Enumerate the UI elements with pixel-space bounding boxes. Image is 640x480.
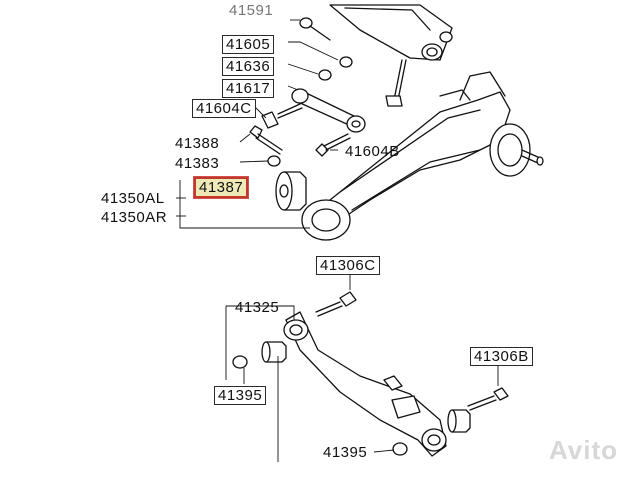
part-label-41591[interactable]: 41591 <box>229 2 274 19</box>
part-label-41306c[interactable]: 41306C <box>316 256 380 275</box>
part-label-41395-left[interactable]: 41395 <box>214 386 267 405</box>
part-label-41604b[interactable]: 41604B <box>345 143 400 160</box>
part-label-41387-highlighted[interactable]: 41387 <box>194 177 249 198</box>
part-label-41636[interactable]: 41636 <box>222 57 275 76</box>
part-label-41617[interactable]: 41617 <box>222 79 275 98</box>
part-label-41605[interactable]: 41605 <box>222 35 275 54</box>
part-label-41325[interactable]: 41325 <box>235 299 280 316</box>
part-label-41306b[interactable]: 41306B <box>470 347 533 366</box>
part-label-41350al[interactable]: 41350AL <box>101 190 165 207</box>
part-label-41383[interactable]: 41383 <box>175 155 220 172</box>
watermark-logo: Avito <box>548 435 618 465</box>
part-label-41395-bottom[interactable]: 41395 <box>323 444 368 461</box>
part-label-41350ar[interactable]: 41350AR <box>101 209 168 226</box>
part-label-41604c[interactable]: 41604C <box>192 99 256 118</box>
part-label-41388[interactable]: 41388 <box>175 135 220 152</box>
